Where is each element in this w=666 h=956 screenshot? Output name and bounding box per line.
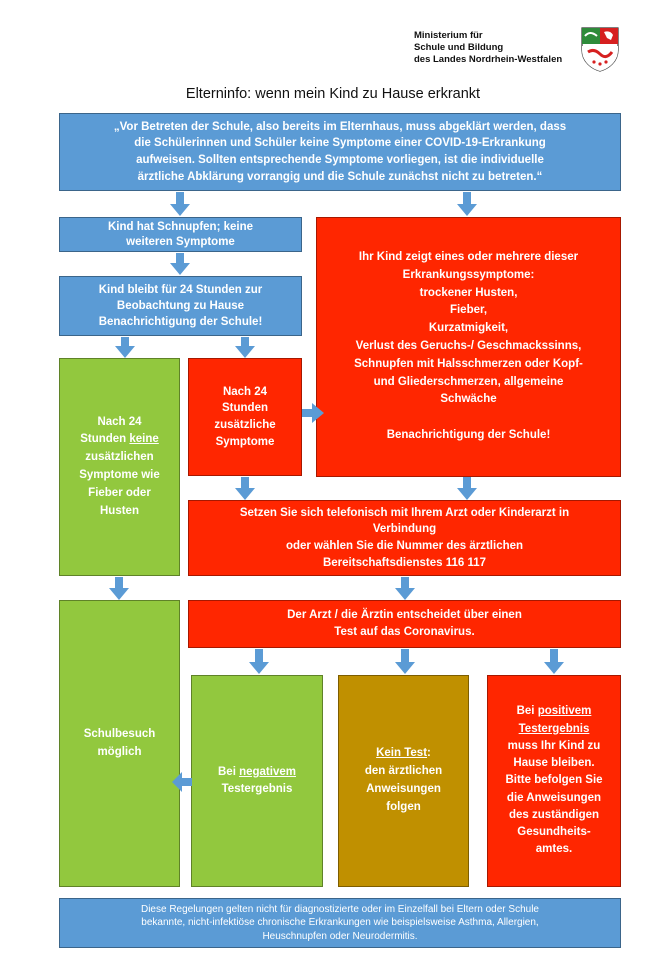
no-test-line: den ärztlichen [364,765,443,778]
footer-line: Heuschnupfen oder Neurodermitis. [262,930,418,942]
no-symptoms-line: zusätzlichen [85,451,154,464]
symptoms-box: Ihr Kind zeigt eines oder mehrere dieser… [316,217,621,477]
school-box: Schulbesuch möglich [59,600,180,887]
arrow-down-icon [235,477,255,500]
positive-line: Testergebnis [518,722,590,735]
negative-line: Bei negativem [218,764,296,781]
arrow-down-icon [457,477,477,500]
symptoms-line: Kurzatmigkeit, [428,322,509,335]
decision-line: Der Arzt / die Ärztin entscheidet über e… [287,609,522,622]
extra-symptoms-line: Nach 24 [222,385,268,398]
intro-line: aufweisen. Sollten entsprechende Symptom… [136,154,544,166]
no-symptoms-emphasis: keine [129,433,159,446]
doctor-line: Verbindung [372,523,437,536]
doctor-line: Bereitschaftsdienstes 116 117 [322,556,487,569]
symptoms-line: Fieber, [449,304,488,317]
negative-line: Testergebnis [221,783,293,795]
observe-line: Kind bleibt für 24 Stunden zur [98,283,263,296]
intro-line: die Schülerinnen und Schüler keine Sympt… [134,137,546,150]
no-test-text: : [427,747,431,760]
arrow-down-icon [249,649,269,674]
cold-line: weiteren Symptome [126,235,235,248]
symptoms-line: trockener Husten, [419,286,518,299]
school-line: möglich [97,745,142,758]
arrow-down-icon [395,577,415,600]
no-symptoms-text: Stunden [80,433,130,446]
no-test-box: Kein Test: den ärztlichen Anweisungen fo… [338,675,469,887]
footer-line: bekannte, nicht-infektiöse chronische Er… [141,917,539,929]
intro-box: „Vor Betreten der Schule, also bereits i… [59,113,621,191]
symptoms-line: Schnupfen mit Halsschmerzen oder Kopf- [354,357,583,370]
doctor-line: Setzen Sie sich telefonisch mit Ihrem Ar… [239,506,570,519]
no-symptoms-line: Husten [100,504,139,517]
extra-symptoms-line: Symptome [215,435,275,448]
positive-line: muss Ihr Kind zu [507,739,601,752]
observe-line: Benachrichtigung der Schule! [98,316,263,329]
positive-line: die Anweisungen [506,791,602,804]
no-symptoms-line: Stunden keine [80,431,159,449]
positive-line: Hause bleiben. [513,757,595,770]
positive-text: Bei [516,705,538,718]
no-test-emphasis: Kein Test [376,747,428,760]
symptoms-notify: Benachrichtigung der Schule! [386,429,551,442]
positive-line: Bitte befolgen Sie [505,774,603,787]
footer-note: Diese Regelungen gelten nicht für diagno… [59,898,621,948]
ministry-line: Ministerium für [414,30,483,41]
observe-box: Kind bleibt für 24 Stunden zur Beobachtu… [59,276,302,336]
arrow-down-icon [457,192,477,216]
decision-box: Der Arzt / die Ärztin entscheidet über e… [188,600,621,648]
observe-line: Beobachtung zu Hause [116,299,245,312]
school-line: Schulbesuch [83,728,156,741]
arrow-right-icon [302,403,324,423]
no-symptoms-line: Nach 24 [97,415,142,428]
no-test-line: folgen [386,800,421,813]
positive-line: amtes. [535,843,573,856]
symptoms-line: Erkrankungssymptome: [402,268,535,281]
symptoms-line: Verlust des Geruchs-/ Geschmackssinns, [355,340,582,352]
arrow-down-icon [170,253,190,275]
positive-line: Bei positivem [517,703,592,720]
nrw-coat-of-arms-icon [581,27,619,72]
decision-line: Test auf das Coronavirus. [334,626,475,638]
cold-line: Kind hat Schnupfen; keine [107,220,254,233]
intro-line: „Vor Betreten der Schule, also bereits i… [113,120,567,133]
arrow-down-icon [115,337,135,358]
negative-text: Bei [218,765,240,778]
arrow-down-icon [395,649,415,674]
arrow-left-icon [172,772,192,792]
no-symptoms-box: Nach 24 Stunden keine zusätzlichen Sympt… [59,358,180,576]
doctor-box: Setzen Sie sich telefonisch mit Ihrem Ar… [188,500,621,576]
cold-box: Kind hat Schnupfen; keine weiteren Sympt… [59,217,302,252]
positive-line: des zuständigen [508,808,600,821]
symptoms-line: Ihr Kind zeigt eines oder mehrere dieser [358,250,579,263]
doctor-line: oder wählen Sie die Nummer des ärztliche… [285,540,524,552]
arrow-down-icon [235,337,255,358]
extra-symptoms-line: Stunden [222,402,268,415]
extra-symptoms-box: Nach 24 Stunden zusätzliche Symptome [188,358,302,476]
ministry-line: Schule und Bildung [414,41,504,53]
negative-emphasis: negativem [239,765,296,778]
symptoms-line: Schwäche [440,393,497,406]
no-symptoms-line: Fieber oder [88,486,151,499]
no-test-line: Anweisungen [366,783,441,795]
negative-box: Bei negativem Testergebnis [191,675,323,887]
symptoms-line: und Gliederschmerzen, allgemeine [373,375,564,388]
arrow-down-icon [109,577,129,600]
extra-symptoms-line: zusätzliche [214,419,276,431]
intro-line: ärztliche Abklärung vorrangig und die Sc… [137,170,543,183]
no-test-line: Kein Test: [376,745,431,763]
ministry-line: des Landes Nordrhein-Westfalen [414,53,563,65]
positive-emphasis: positivem [537,705,592,718]
arrow-down-icon [170,192,190,216]
ministry-name: Ministerium für Schule und Bildung des L… [414,30,574,66]
page-title: Elterninfo: wenn mein Kind zu Hause erkr… [185,86,481,102]
positive-box: Bei positivem Testergebnis muss Ihr Kind… [487,675,621,887]
no-symptoms-line: Symptome wie [79,469,160,481]
positive-line: Gesundheits- [517,826,591,839]
arrow-down-icon [544,649,564,674]
footer-line: Diese Regelungen gelten nicht für diagno… [140,903,539,915]
